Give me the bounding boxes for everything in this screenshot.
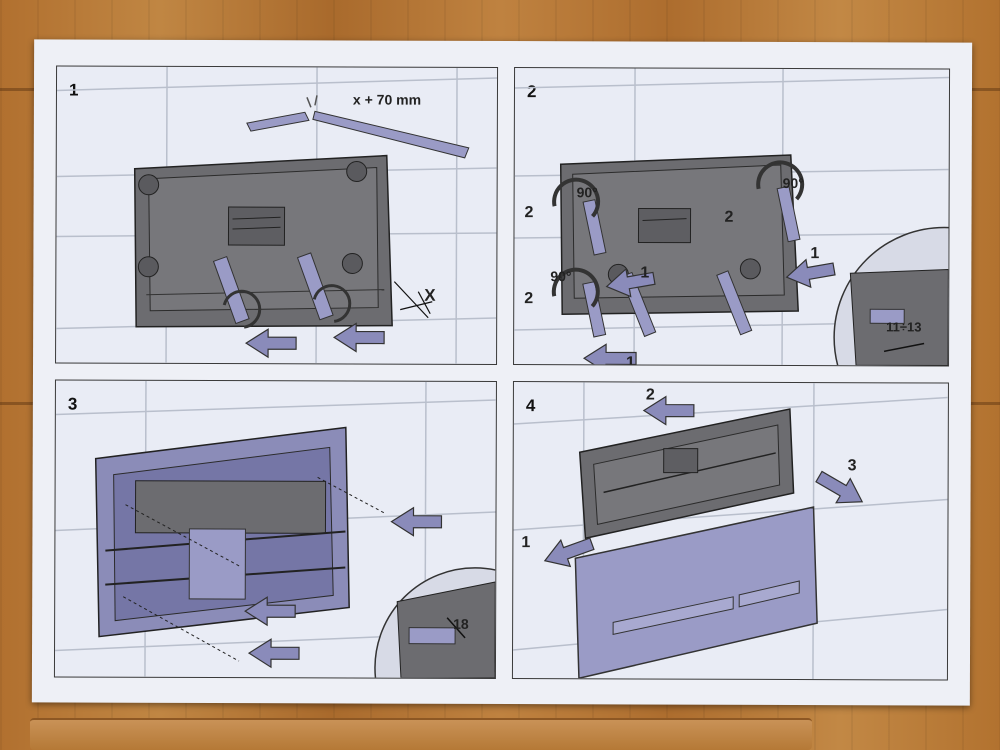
angle-label-right: 90°: [782, 174, 804, 192]
step-4-label-2: 2: [645, 386, 655, 404]
step-4-label-1: 1: [521, 534, 531, 552]
step-1-illustration: [56, 66, 498, 364]
insert-arrows: [222, 284, 385, 359]
screw-arrows: [244, 506, 443, 669]
step-3-panel: 3: [53, 379, 497, 679]
rotate-step-label-3: 2: [724, 208, 734, 226]
anchor-bolts: [212, 252, 334, 325]
angle-label-lower: 90°: [550, 268, 572, 285]
rotate-step-label-2: 2: [524, 290, 534, 308]
threaded-bolts: [582, 185, 801, 338]
step-3-illustration: [54, 380, 496, 678]
depth-label: 11÷13: [886, 319, 922, 335]
dimension-label: x + 70 mm: [352, 91, 422, 108]
rotate-step-label-1: 2: [524, 204, 534, 222]
mounting-frame-blue: [94, 426, 350, 638]
step-2-illustration: [514, 68, 950, 366]
offset-x-label: X: [424, 285, 436, 305]
instruction-sheet: 1: [31, 39, 973, 706]
step-1-panel: 1: [55, 65, 499, 365]
step-4-label-3: 3: [847, 457, 857, 475]
flush-plate: [574, 506, 818, 680]
detail-callout: [374, 567, 496, 678]
push-step-label-1: 1: [810, 245, 820, 263]
mounting-arrows: [543, 395, 864, 568]
push-arrows: [582, 258, 836, 366]
angle-label-left: 90°: [576, 184, 598, 201]
push-step-label-3: 1: [626, 354, 635, 367]
rotation-arrows: [551, 160, 805, 308]
gap-label: 18: [453, 615, 469, 632]
screw-guides: [122, 476, 386, 662]
detail-callout: [833, 226, 950, 366]
step-2-panel: 2: [513, 67, 951, 367]
push-step-label-2: 1: [640, 264, 650, 282]
frame-dark: [578, 408, 795, 540]
step-4-panel: 4: [511, 381, 949, 681]
wooden-shelf-edge: [30, 718, 812, 750]
mounting-frame-dark: [133, 154, 393, 328]
extension-rods: [246, 95, 470, 159]
step-4-illustration: [512, 382, 948, 680]
offset-dimension: [393, 281, 433, 319]
